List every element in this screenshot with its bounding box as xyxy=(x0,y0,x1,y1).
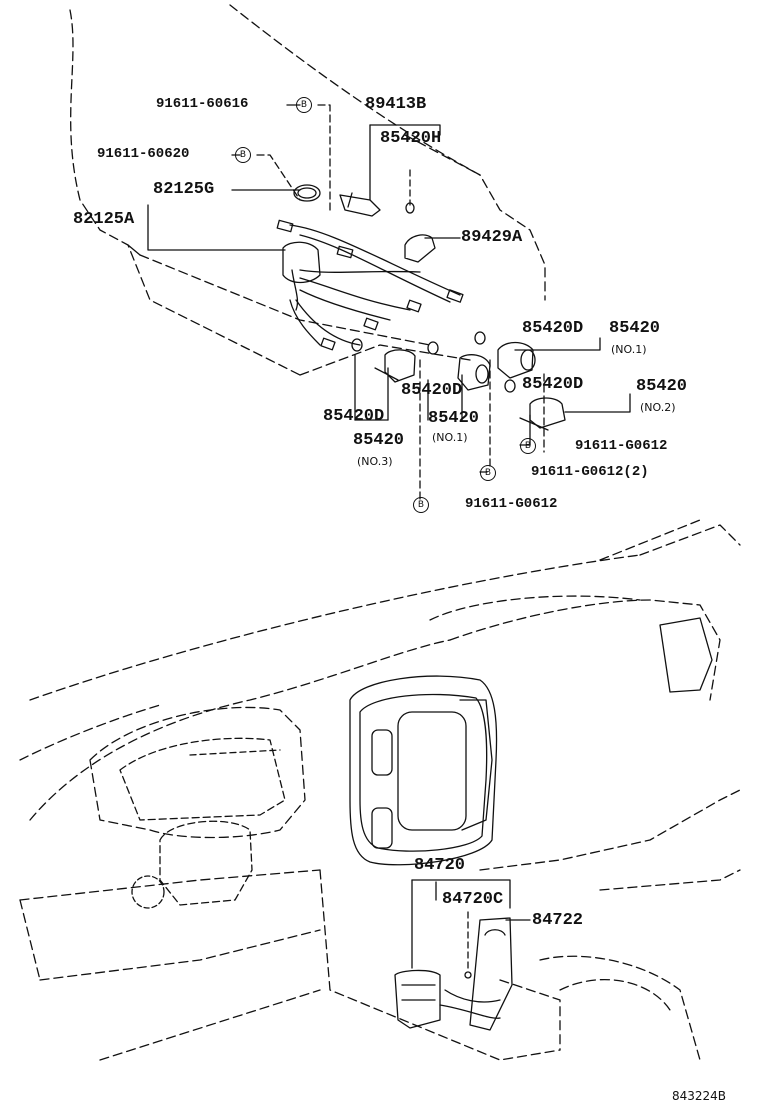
figure-code: 843224B xyxy=(672,1089,727,1103)
part-89429a: 89429A xyxy=(461,228,523,247)
part-85420: 85420 xyxy=(428,409,480,428)
part-85420d: 85420D xyxy=(401,381,463,400)
part-91611-60620: 91611-60620 xyxy=(97,146,190,162)
part-82125a: 82125A xyxy=(73,210,135,229)
dashboard-outline xyxy=(19,519,741,1061)
part-85420d: 85420D xyxy=(522,375,584,394)
part-note: (NO.2) xyxy=(640,401,676,414)
part-85420h: 85420H xyxy=(380,129,442,148)
part-84722: 84722 xyxy=(532,911,584,930)
components-upper xyxy=(293,184,566,431)
wire-harness xyxy=(276,219,464,351)
bolt-icon: B xyxy=(296,97,312,113)
console-components xyxy=(394,879,531,1031)
bolt-icon: B xyxy=(235,147,251,163)
upper-outline xyxy=(69,4,546,376)
part-89413b: 89413B xyxy=(365,95,427,114)
part-84720: 84720 xyxy=(414,856,466,875)
part-85420: 85420 xyxy=(353,431,405,450)
part-91611-g0612-qty: 91611-G0612(2) xyxy=(531,464,649,480)
bolt-icon: B xyxy=(480,465,496,481)
bolt-icon: B xyxy=(413,497,429,513)
part-91611-g0612: 91611-G0612 xyxy=(465,496,558,512)
part-85420d: 85420D xyxy=(323,407,385,426)
instrument-cluster xyxy=(89,706,306,909)
center-stack xyxy=(349,675,498,866)
part-note: (NO.1) xyxy=(611,343,647,356)
part-note: (NO.1) xyxy=(432,431,468,444)
part-85420d: 85420D xyxy=(522,319,584,338)
part-84720c: 84720C xyxy=(442,890,504,909)
bolt-icon: B xyxy=(520,438,536,454)
part-91611-60616: 91611-60616 xyxy=(156,96,249,112)
part-91611-g0612: 91611-G0612 xyxy=(575,438,668,454)
part-82125g: 82125G xyxy=(153,180,215,199)
part-note: (NO.3) xyxy=(357,455,393,468)
part-85420: 85420 xyxy=(636,377,688,396)
part-85420: 85420 xyxy=(609,319,661,338)
